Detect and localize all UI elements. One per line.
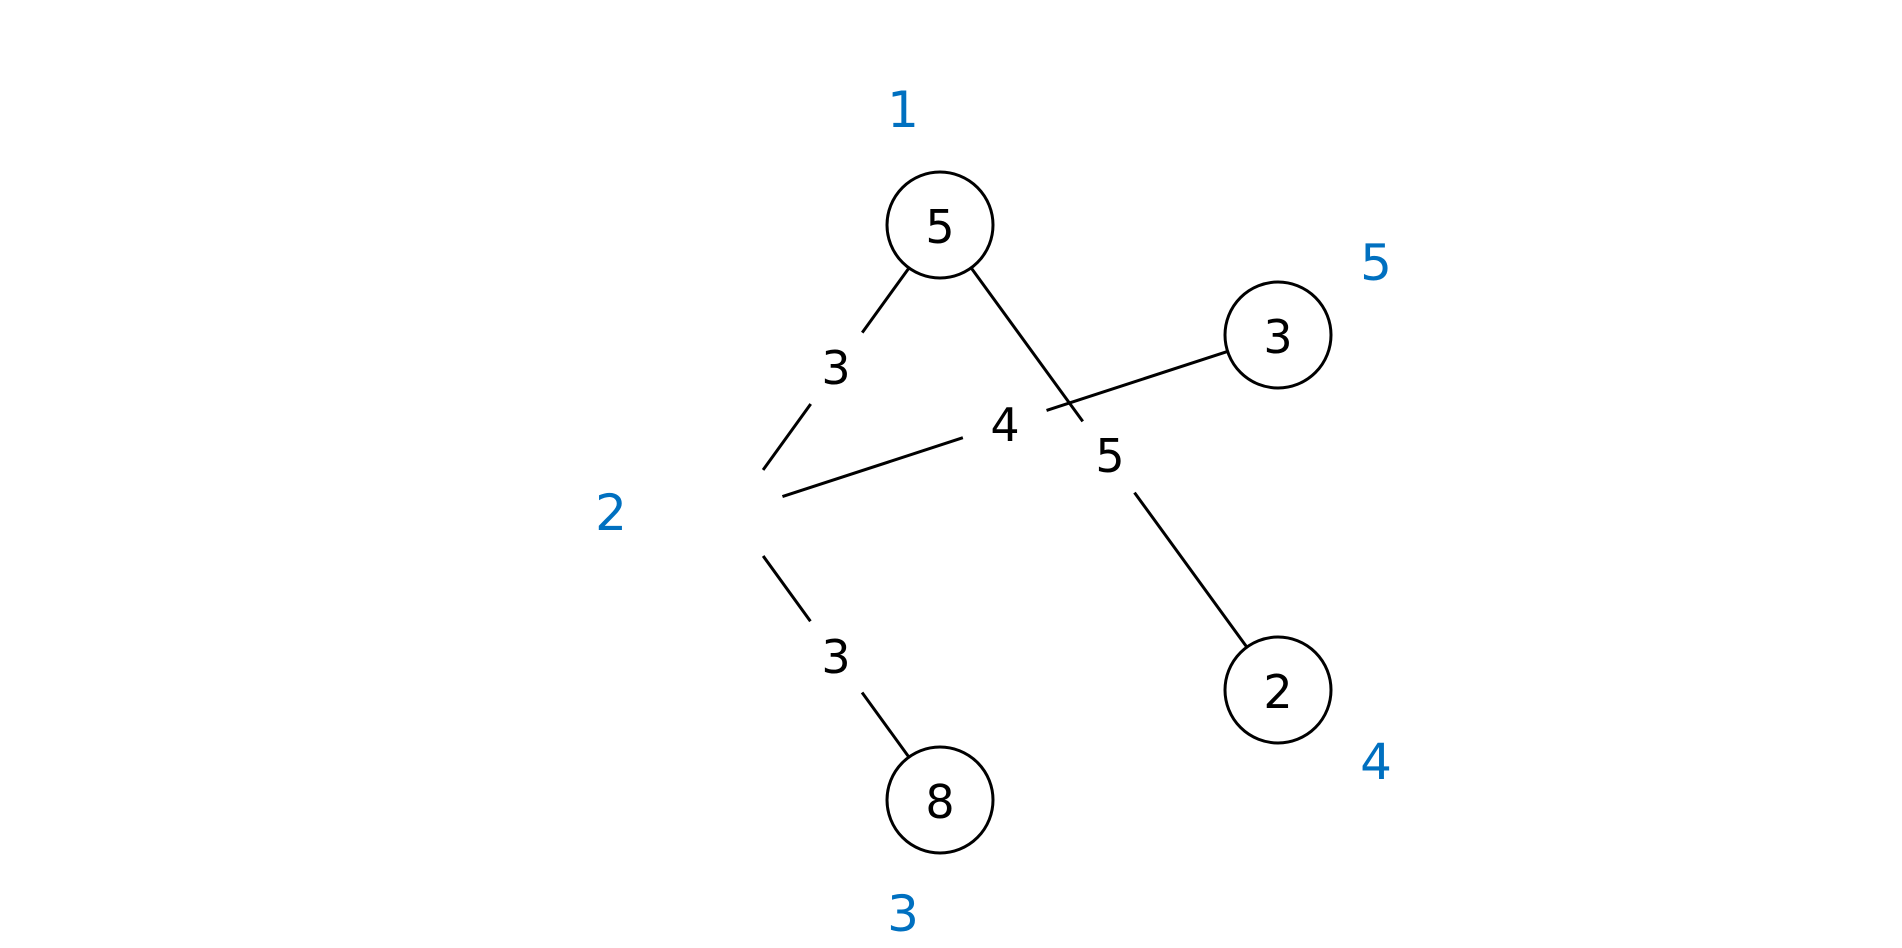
- node-value-label: 7: [716, 488, 748, 542]
- node-value-label: 3: [1263, 310, 1292, 364]
- edge-1-2-segment-2: [761, 403, 812, 471]
- edge-2-3-segment-2: [860, 691, 911, 758]
- node-circle: [885, 170, 995, 280]
- node-index-label: 1: [887, 81, 919, 139]
- edge-1-4-segment-2: [1133, 491, 1249, 649]
- edge-2-5-segment-1: [781, 436, 964, 498]
- node-value-label: 2: [1263, 665, 1292, 719]
- edge-weight-label: 3: [821, 341, 850, 395]
- edge-weight-label: 5: [1095, 429, 1124, 483]
- node-circle: [1223, 280, 1333, 390]
- node-value-label: 5: [925, 200, 954, 254]
- edge-weight-label: 4: [990, 398, 1019, 452]
- edge-2-5-segment-2: [1046, 350, 1229, 412]
- node-index-label: 2: [595, 484, 627, 542]
- edge-1-2-segment-1: [861, 267, 911, 334]
- edge-1-4-segment-1: [969, 266, 1084, 423]
- node-index-label: 4: [1360, 733, 1392, 791]
- node-circle: [1223, 635, 1333, 745]
- node-index-label: 3: [887, 885, 919, 943]
- node-circle: [885, 745, 995, 855]
- edge-weight-label: 3: [821, 630, 850, 684]
- highlighted-node-circle: [679, 460, 785, 566]
- node-index-label: 5: [1360, 234, 1392, 292]
- edge-2-3-segment-1: [761, 555, 812, 623]
- node-value-label: 8: [925, 775, 954, 829]
